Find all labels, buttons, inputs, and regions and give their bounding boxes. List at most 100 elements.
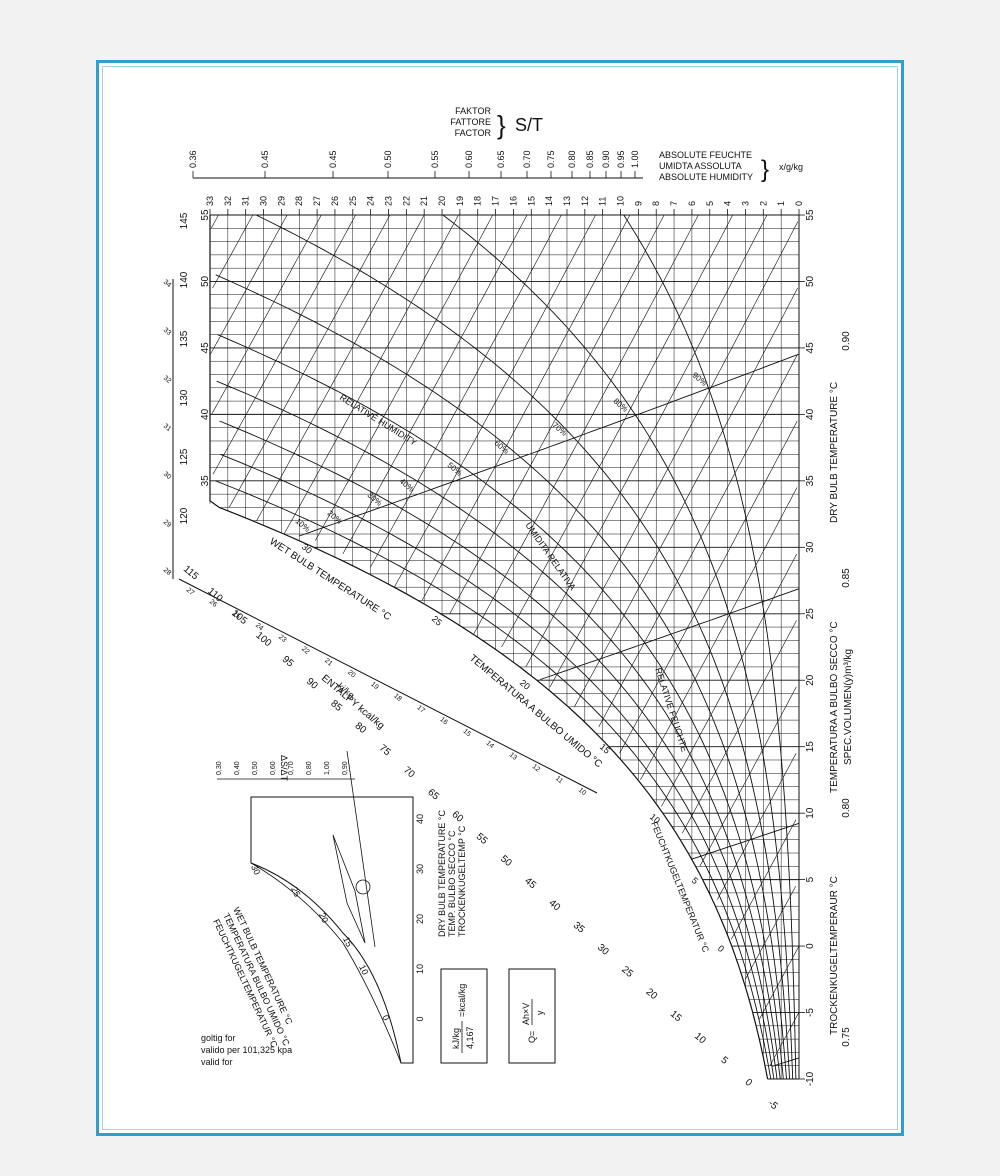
- label-bulbo-umido: TEMPERATURA A BULBO UMIDO °C: [467, 653, 604, 770]
- spec-volume-label: 0.80: [841, 798, 852, 818]
- formula-box-kj: [440, 968, 488, 1064]
- humidity-tick-label: 13: [562, 196, 572, 206]
- enthalpy-kcal-label: 11: [554, 775, 564, 785]
- humidity-tick-label: 9: [633, 201, 643, 206]
- factor-tick-label: 0.85: [585, 150, 595, 168]
- factor-tick-label: 0.36: [188, 150, 198, 168]
- rh-curve-30: [255, 214, 791, 1080]
- dry-bulb-tick-label: 20: [805, 674, 816, 686]
- enthalpy-left-label: 120: [179, 507, 190, 524]
- left-dry-bulb-tick-label: 45: [200, 342, 211, 354]
- enthalpy-kj-label: 35: [571, 920, 587, 936]
- abs-humidity-brace: }: [761, 156, 769, 183]
- enthalpy-line: [682, 620, 797, 834]
- enthalpy-kcal-label: 27: [185, 587, 196, 597]
- factor-tick-label: 0.80: [567, 150, 577, 168]
- enthalpy-line: [473, 214, 699, 634]
- abs-humidity-label-de: ABSOLUTE FEUCHTE: [659, 150, 752, 160]
- enthalpy-line: [211, 214, 322, 415]
- dry-bulb-tick-label: 40: [805, 408, 816, 420]
- inset-dry-bulb-tick: 0: [415, 1016, 425, 1021]
- rh-curve-50: [217, 334, 784, 1080]
- wet-bulb-label: 0: [716, 943, 726, 954]
- humidity-tick-label: 24: [366, 196, 376, 206]
- enthalpy-kcal-label: 23: [277, 634, 288, 644]
- enthalpy-line: [394, 214, 596, 588]
- rh-curve-10: [623, 214, 797, 1080]
- wet-bulb-label: 10: [648, 812, 662, 826]
- right-axis-dry-bulb: DRY BULB TEMPERATURE °C: [829, 382, 840, 523]
- formula-box-kj-right: =kcal/kg: [457, 984, 467, 1017]
- enthalpy-left-label: 125: [179, 448, 190, 465]
- enthalpy-kcal-label: 18: [392, 693, 403, 703]
- inset-wet-bulb-tick: 10: [357, 963, 370, 976]
- rh-label: 50%: [446, 460, 464, 477]
- humidity-tick-label: 6: [687, 201, 697, 206]
- enthalpy-left-label: 140: [179, 271, 190, 288]
- humidity-tick-label: 30: [259, 196, 269, 206]
- spec-volume-line: [299, 353, 800, 537]
- humidity-tick-label: 11: [598, 197, 608, 206]
- enthalpy-kcal-label: 12: [531, 763, 542, 773]
- humidity-tick-label: 7: [669, 201, 679, 206]
- dry-bulb-tick-label: -10: [805, 1071, 816, 1086]
- enthalpy-kcal-label: 14: [484, 740, 495, 750]
- inset-axis-label-1: TEMP. BULBO SECCO °C: [447, 830, 457, 937]
- enthalpy-kcal-label: 21: [323, 657, 334, 667]
- abs-humidity-unit: x/g/kg: [779, 162, 803, 172]
- enthalpy-kcal-label: 17: [415, 704, 426, 714]
- enthalpy-line: [699, 686, 797, 867]
- enthalpy-kcal-label: 15: [461, 728, 472, 738]
- saturation-curve: [209, 215, 769, 1080]
- humidity-tick-label: 1: [776, 201, 786, 206]
- humidity-tick-label: 18: [473, 196, 483, 206]
- inset-frame: [250, 796, 414, 1064]
- factor-label-it: FATTORE: [450, 117, 491, 127]
- validity-line-0: goltig for: [201, 1033, 236, 1043]
- enthalpy-kcal-label: 26: [208, 598, 219, 608]
- enthalpy-line: [256, 214, 425, 521]
- formula-box-kj-bottom: 4,167: [465, 1026, 475, 1049]
- enthalpy-kj-label: 60: [450, 809, 466, 825]
- inset-wedge: [332, 834, 366, 944]
- dry-bulb-tick-label: 15: [805, 741, 816, 753]
- rh-curve-60: [216, 380, 781, 1080]
- dry-bulb-tick-label: 30: [805, 541, 816, 553]
- enthalpy-kj-label: 70: [401, 765, 417, 781]
- factor-tick-label: 0.55: [430, 150, 440, 168]
- inset-wet-bulb-tick: 20: [317, 911, 330, 924]
- wet-bulb-label: 15: [598, 742, 612, 756]
- enthalpy-kj-label: 0: [743, 1077, 755, 1089]
- humidity-tick-label: 28: [294, 196, 304, 206]
- validity-line-2: valid for: [201, 1057, 233, 1067]
- spec-volume-label: 0.75: [841, 1027, 852, 1047]
- inset-shf-tick-label: 0,80: [306, 761, 313, 775]
- enthalpy-left-label: 135: [179, 330, 190, 347]
- humidity-tick-label: 25: [348, 196, 358, 206]
- enthalpy-left-label: 145: [179, 212, 190, 229]
- right-axis-spec-volume: SPEC.VOLUMEN(y)m³/kg: [843, 649, 854, 765]
- enthalpy-kcal-label: 29: [162, 519, 173, 529]
- humidity-tick-label: 14: [544, 196, 554, 206]
- dry-bulb-tick-label: -5: [805, 1008, 816, 1017]
- inset-shf-tick-label: 0,40: [234, 761, 241, 775]
- enthalpy-kcal-label: 34: [162, 279, 173, 289]
- spec-volume-line: [540, 588, 800, 680]
- inset-shf-tick-label: 1,00: [324, 761, 331, 775]
- rh-label: 10%: [294, 516, 312, 533]
- inset-wet-bulb-tick: 30: [249, 863, 262, 876]
- enthalpy-kj-label: 55: [474, 831, 490, 847]
- factor-tick-label: 0.70: [522, 150, 532, 168]
- abs-humidity-label-it: UMIDTA ASSOLUTA: [659, 161, 742, 171]
- enthalpy-line: [421, 214, 631, 601]
- rh-label: 30%: [366, 490, 384, 507]
- enthalpy-kcal-label: 32: [162, 375, 173, 385]
- enthalpy-kj-label: 90: [304, 676, 320, 692]
- spec-volume-label: 0.90: [841, 331, 852, 351]
- enthalpy-kj-label: 115: [181, 564, 201, 583]
- humidity-tick-label: 21: [419, 196, 429, 206]
- factor-tick-label: 0.45: [260, 150, 270, 168]
- enthalpy-left-label: 130: [179, 389, 190, 406]
- enthalpy-kj-label: 30: [595, 942, 611, 958]
- dry-bulb-tick-label: 50: [805, 275, 816, 287]
